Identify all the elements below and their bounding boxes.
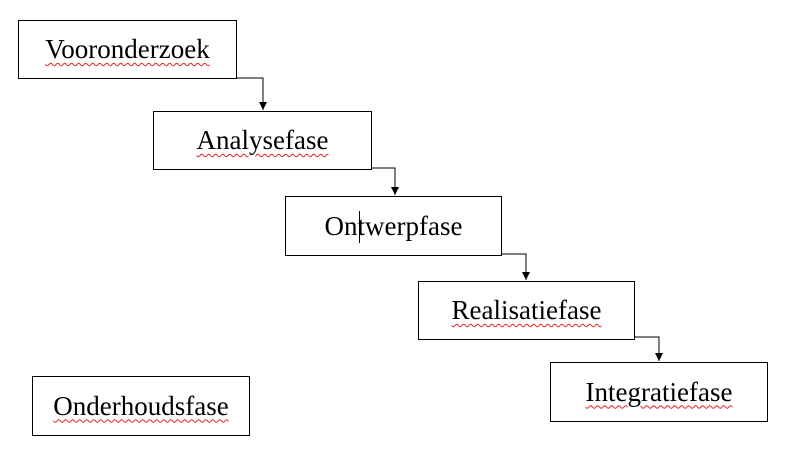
- connector-1-to-2: [237, 77, 267, 110]
- phase-box-vooronderzoek[interactable]: Vooronderzoek: [18, 20, 237, 79]
- text-cursor: [359, 211, 360, 243]
- phase-label: Realisatiefase: [451, 295, 602, 325]
- phase-label: Integratiefase: [585, 376, 733, 407]
- phase-label: Onderhoudsfase: [53, 390, 229, 421]
- connector-2-to-3: [372, 167, 399, 195]
- phase-box-onderhoudsfase[interactable]: Onderhoudsfase: [32, 376, 250, 436]
- phase-box-ontwerpfase[interactable]: Ontwerpfase: [285, 196, 502, 256]
- phase-label: Vooronderzoek: [45, 34, 210, 64]
- phase-label: Analysefase: [196, 125, 329, 155]
- connector-4-to-5: [635, 336, 663, 361]
- connector-3-to-4: [502, 253, 530, 280]
- phase-box-realisatiefase[interactable]: Realisatiefase: [418, 281, 635, 340]
- phase-label: Ontwerpfase: [324, 210, 463, 241]
- phase-box-analysefase[interactable]: Analysefase: [153, 111, 372, 170]
- phase-box-integratiefase[interactable]: Integratiefase: [550, 362, 768, 422]
